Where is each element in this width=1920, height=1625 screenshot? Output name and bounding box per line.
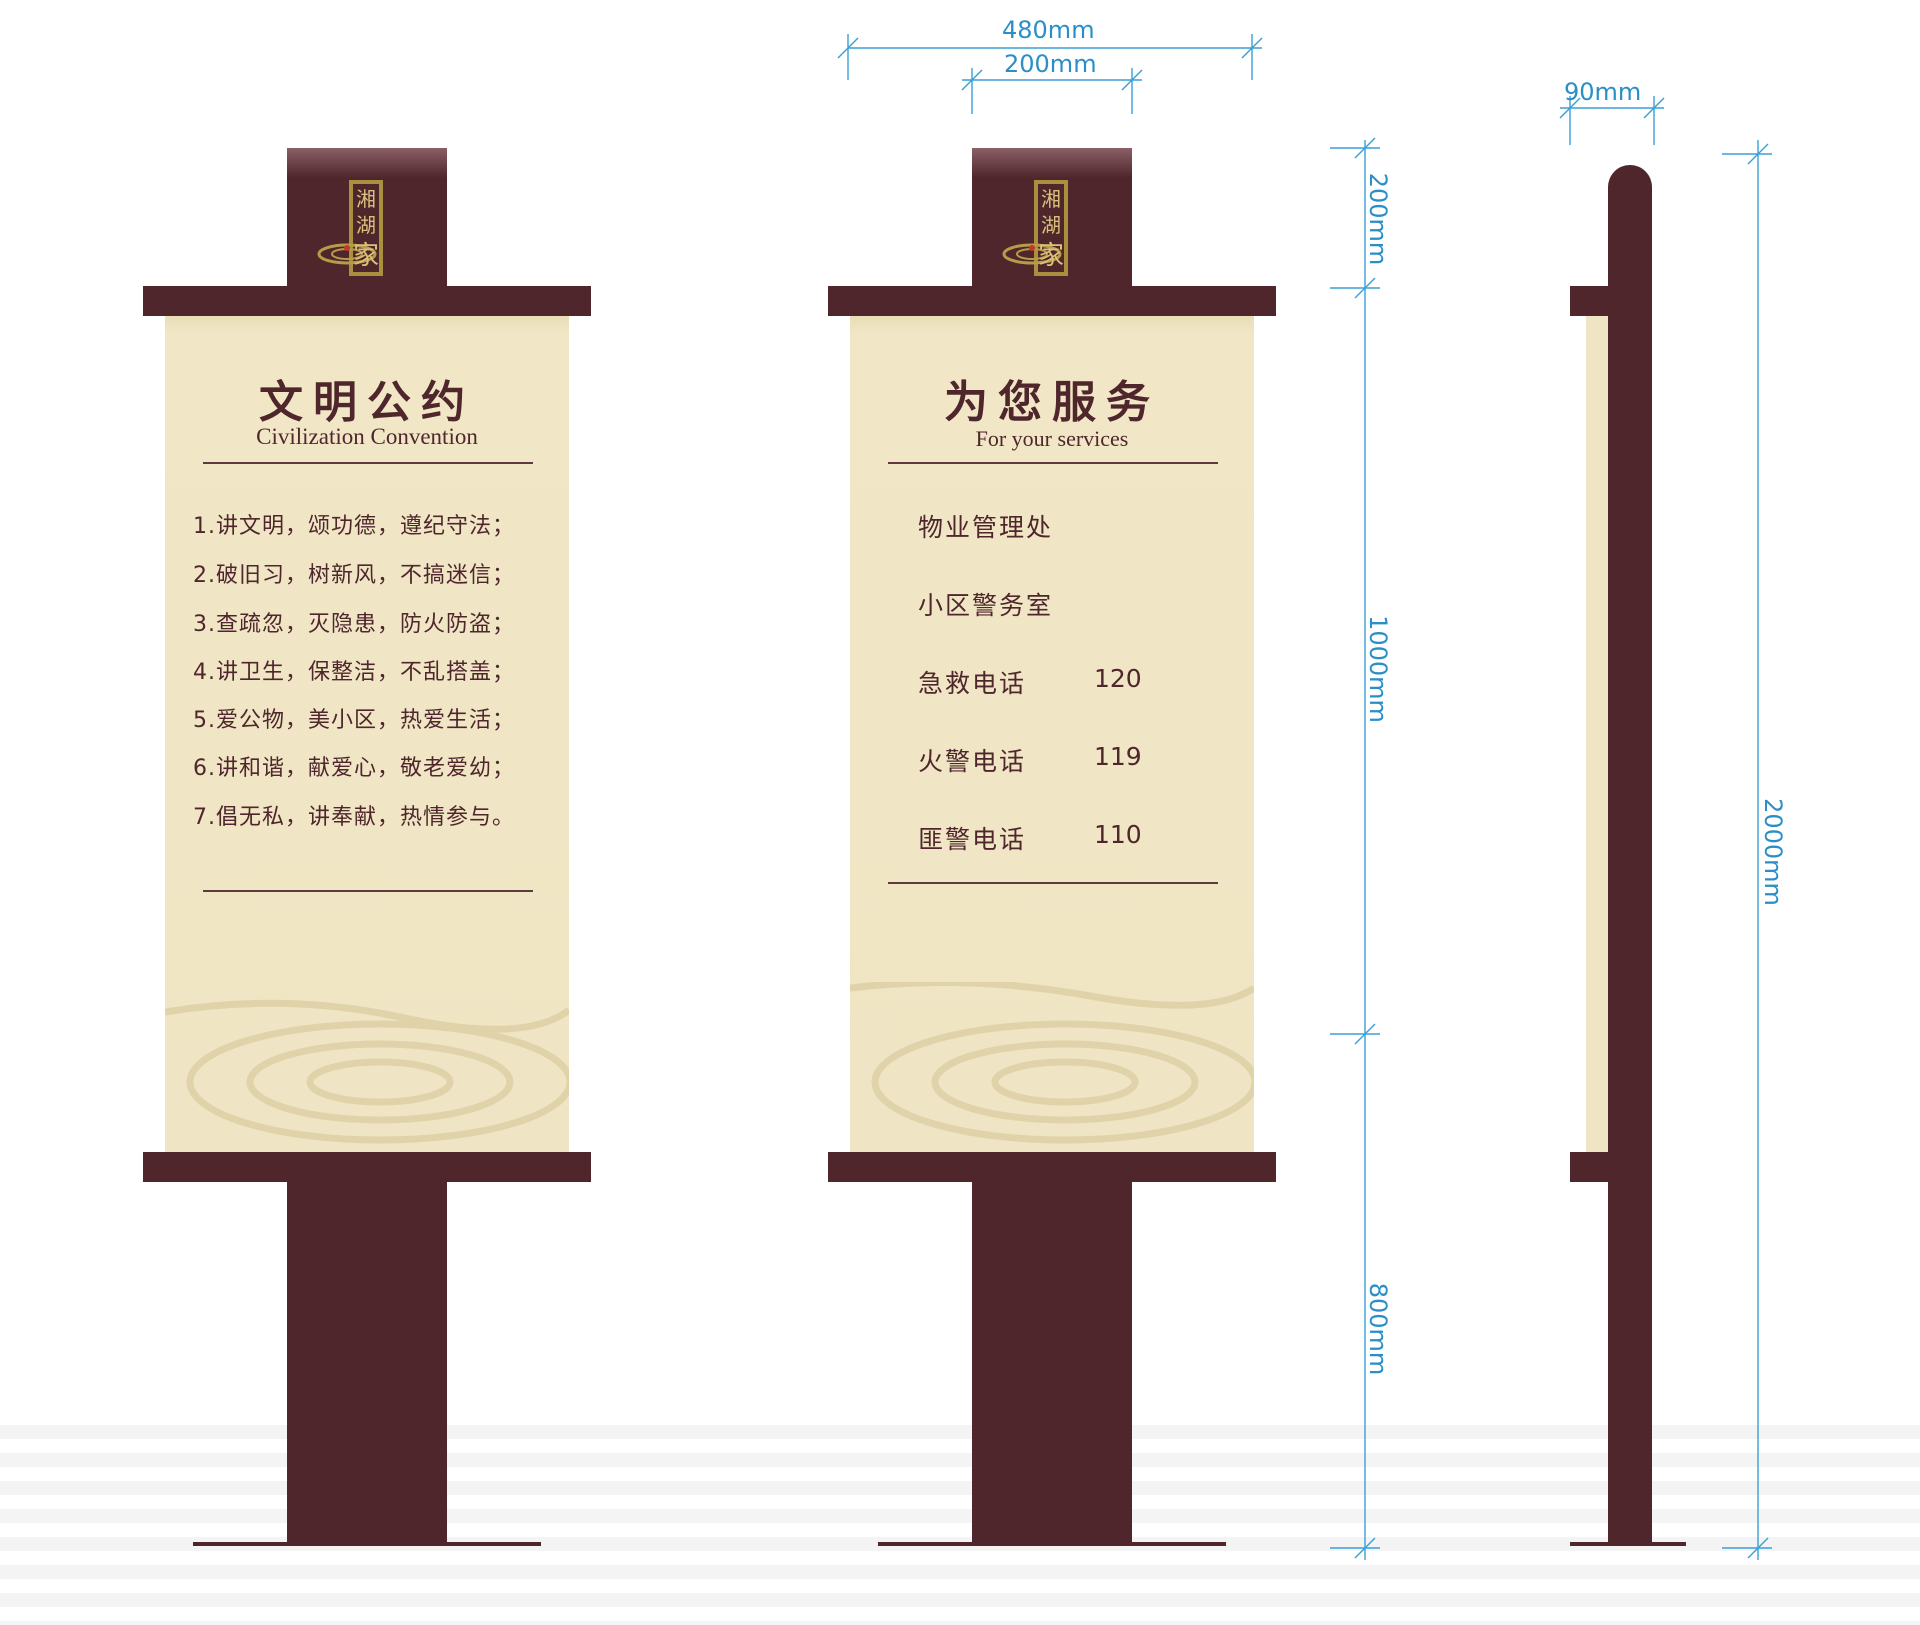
service-label: 物业管理处 (918, 513, 1054, 542)
convention-item: 1.讲文明，颂功德，遵纪守法； (193, 514, 515, 539)
logo-glyph: 湘 (1041, 187, 1061, 211)
convention-item: 6.讲和谐，献爱心，敬老爱幼； (193, 756, 515, 781)
sign-side-view (1560, 160, 1690, 1560)
sign-panel: 文明公约 Civilization Convention 1.讲文明，颂功德，遵… (165, 316, 569, 1152)
dimension-total-width: 480mm (1002, 16, 1095, 44)
logo-glyph: 家 (1038, 241, 1064, 271)
sign-for-your-services: 湘 湖 家 为您服务 For your services 物业管理处 小区警务室… (828, 148, 1276, 1548)
sign-post (972, 1182, 1132, 1542)
service-label: 小区警务室 (918, 591, 1054, 620)
convention-item: 4.讲卫生，保整洁，不乱搭盖； (193, 660, 515, 685)
service-label: 火警电话 (918, 747, 1027, 776)
dimension-panel-height: 1000mm (1364, 615, 1392, 723)
panel-subtitle: Civilization Convention (256, 424, 478, 449)
logo-glyph: 湘 (356, 187, 376, 211)
service-number: 110 (1094, 820, 1142, 849)
logo-glyph: 湖 (356, 213, 376, 237)
sign-panel: 为您服务 For your services 物业管理处 小区警务室 急救电话 … (850, 316, 1254, 1152)
xianghu-logo-icon: 湘 湖 家 (1002, 180, 1068, 276)
sign-base (878, 1542, 1226, 1546)
xianghu-logo-icon: 湘 湖 家 (317, 180, 383, 276)
dimension-post-height: 800mm (1364, 1282, 1392, 1376)
side-panel (1586, 316, 1608, 1152)
side-top-bar (1570, 286, 1610, 316)
sign-base (193, 1542, 541, 1546)
dimension-cap-width: 200mm (1004, 50, 1097, 78)
bottom-divider (203, 890, 533, 892)
logo-glyph: 湖 (1041, 213, 1061, 237)
swirl-pattern-icon (165, 999, 569, 1144)
bottom-divider (888, 882, 1218, 884)
service-number: 120 (1094, 664, 1142, 693)
service-label: 匪警电话 (918, 825, 1027, 854)
sign-civilization-convention: 湘 湖 家 文明公约 Civilization Convention 1.讲文明… (143, 148, 591, 1548)
sign-top-bar (143, 286, 591, 316)
swirl-pattern-icon (850, 982, 1254, 1144)
sign-post (287, 1182, 447, 1542)
convention-item: 5.爱公物，美小区，热爱生活； (193, 708, 515, 733)
logo-glyph: 家 (353, 241, 379, 271)
side-bottom-bar (1570, 1152, 1610, 1182)
panel-title: 文明公约 (259, 377, 475, 428)
dimension-depth: 90mm (1564, 78, 1642, 106)
side-base (1570, 1542, 1686, 1546)
convention-item: 3.查疏忽，灭隐患，防火防盗； (193, 612, 515, 637)
service-number: 119 (1094, 742, 1142, 771)
sign-bottom-bar (828, 1152, 1276, 1182)
side-post (1608, 165, 1652, 1545)
title-divider (888, 462, 1218, 464)
dimension-total-height: 2000mm (1759, 798, 1787, 906)
panel-subtitle: For your services (975, 426, 1129, 451)
sign-cap: 湘 湖 家 (287, 148, 447, 286)
convention-item: 7.倡无私，讲奉献，热情参与。 (193, 805, 515, 830)
sign-cap: 湘 湖 家 (972, 148, 1132, 286)
sign-bottom-bar (143, 1152, 591, 1182)
title-divider (203, 462, 533, 464)
panel-title: 为您服务 (944, 377, 1160, 428)
dimension-cap-height: 200mm (1364, 172, 1392, 266)
service-label: 急救电话 (918, 669, 1027, 698)
convention-item: 2.破旧习，树新风，不搞迷信； (193, 563, 515, 588)
sign-top-bar (828, 286, 1276, 316)
